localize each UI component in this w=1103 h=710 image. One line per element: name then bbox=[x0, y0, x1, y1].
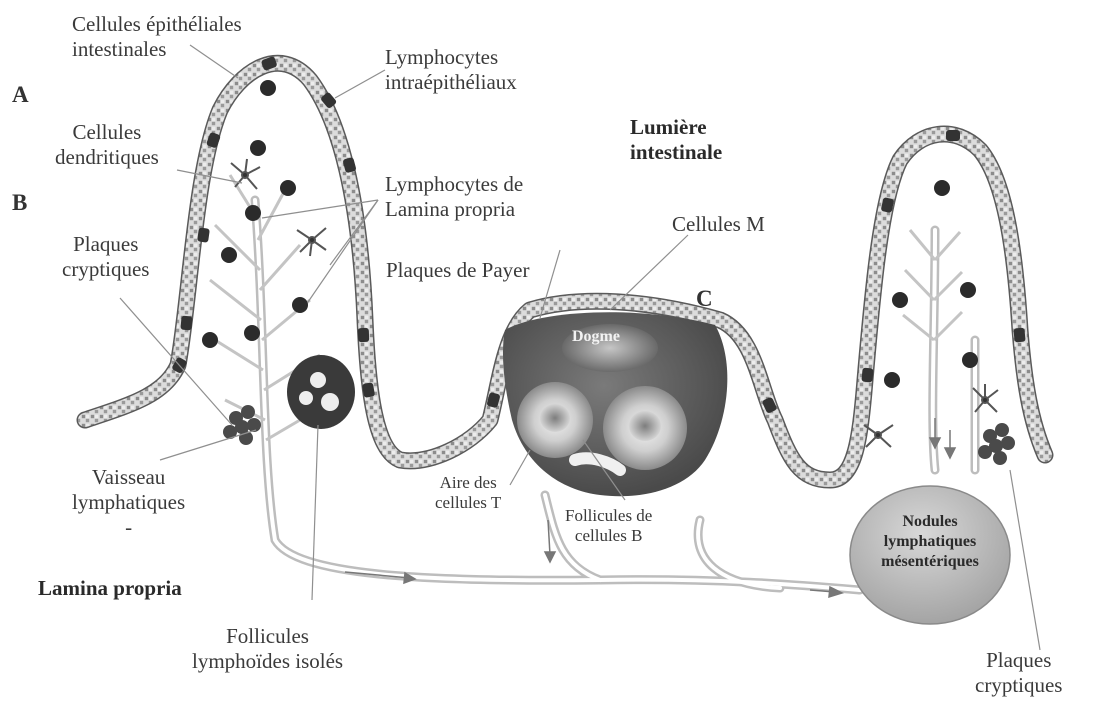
label-lymphatic-vessel: Vaisseau lymphatiques - bbox=[72, 465, 185, 540]
label-peyer-patches: Plaques de Payer bbox=[386, 258, 529, 283]
label-b-cell-follicles: Follicules de cellules B bbox=[565, 506, 652, 546]
isolated-lymphoid-follicle bbox=[287, 355, 355, 429]
label-letter-b: B bbox=[12, 190, 27, 215]
label-dome: Dogme bbox=[572, 328, 620, 346]
label-epithelial-cells: Cellules épithéliales intestinales bbox=[72, 12, 242, 62]
label-letter-c: C bbox=[696, 286, 713, 311]
label-letter-a: A bbox=[12, 82, 29, 107]
label-intraepithelial-lymphocytes: Lymphocytes intraépithéliaux bbox=[385, 45, 517, 95]
label-lamina-propria: Lamina propria bbox=[38, 576, 182, 601]
label-mesenteric-nodules: Nodules lymphatiques mésentériques bbox=[862, 512, 998, 572]
label-isolated-lymphoid-follicles: Follicules lymphoïdes isolés bbox=[192, 624, 343, 674]
label-crypt-patches-left: Plaques cryptiques bbox=[62, 232, 149, 282]
label-lamina-propria-lymphocytes: Lymphocytes de Lamina propria bbox=[385, 172, 523, 222]
label-t-cell-area: Aire des cellules T bbox=[435, 473, 501, 513]
label-intestinal-lumen: Lumière intestinale bbox=[630, 115, 722, 165]
label-dendritic-cells: Cellules dendritiques bbox=[55, 120, 159, 170]
label-crypt-patches-right: Plaques cryptiques bbox=[975, 648, 1062, 698]
label-m-cells: Cellules M bbox=[672, 212, 765, 237]
